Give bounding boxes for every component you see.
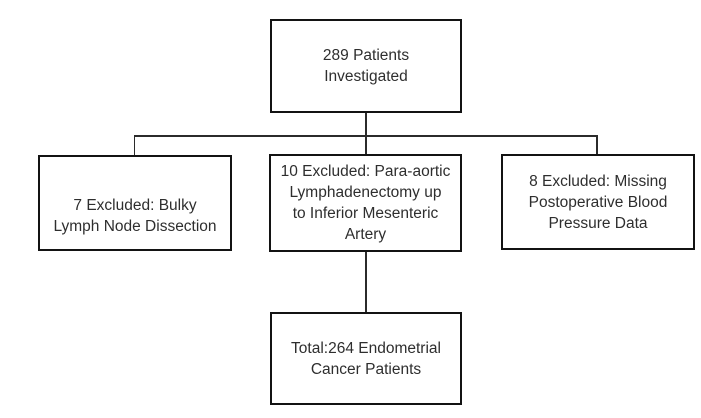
node-total-endometrial-cancer-patients: Total:264 Endometrial Cancer Patients [270, 312, 462, 405]
node-patients-investigated-label: 289 Patients Investigated [322, 47, 410, 85]
connector-bottom-vertical [365, 252, 367, 313]
connector-right-drop [596, 135, 598, 155]
node-patients-investigated: 289 Patients Investigated [270, 19, 462, 113]
connector-middle-drop [365, 135, 367, 155]
node-total-label: Total:264 Endometrial Cancer Patients [291, 339, 441, 378]
connector-top-vertical [365, 113, 367, 136]
node-excluded-missing-blood-pressure: 8 Excluded: Missing Postoperative Blood … [501, 154, 695, 250]
node-excluded-paraaortic-label: 10 Excluded: Para-aortic Lymphadenectomy… [280, 163, 451, 243]
node-excluded-missing-bp-label: 8 Excluded: Missing Postoperative Blood … [528, 172, 668, 232]
node-excluded-bulky-label: 7 Excluded: Bulky Lymph Node Dissection [53, 197, 217, 235]
node-excluded-bulky-lymph-node-dissection: 7 Excluded: Bulky Lymph Node Dissection [38, 155, 232, 251]
node-excluded-paraaortic-lymphadenectomy: 10 Excluded: Para-aortic Lymphadenectomy… [269, 154, 462, 252]
connector-left-drop [133, 135, 135, 156]
